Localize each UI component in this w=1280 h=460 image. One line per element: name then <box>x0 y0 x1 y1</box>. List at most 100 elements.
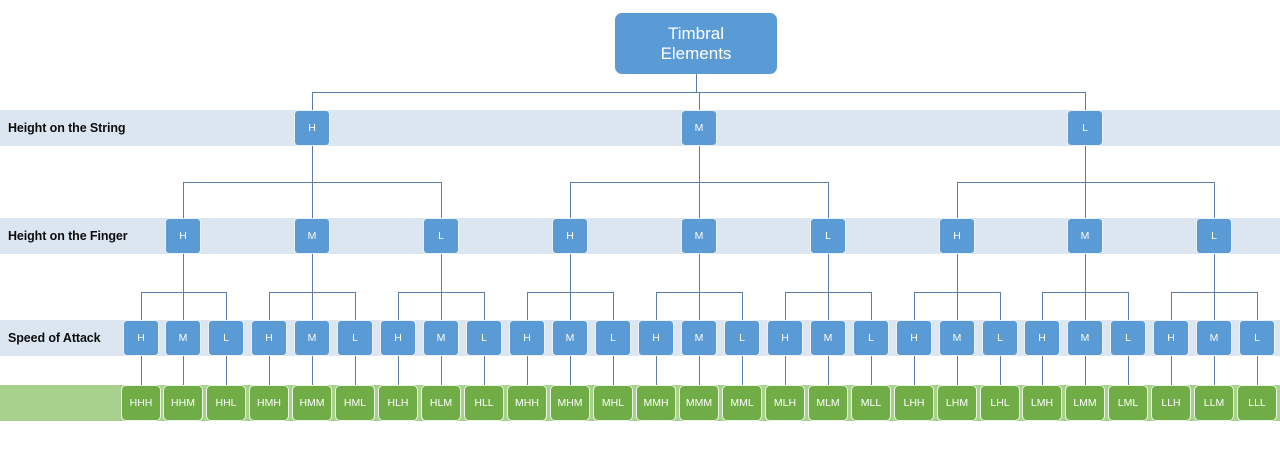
node-level3-11[interactable]: L <box>595 320 631 356</box>
node-level3-3-label: H <box>265 331 273 344</box>
connector-level1-2-stem <box>1085 146 1086 182</box>
node-level3-24[interactable]: H <box>1153 320 1189 356</box>
node-level2-8[interactable]: L <box>1196 218 1232 254</box>
node-leaf-hml[interactable]: HML <box>335 385 375 421</box>
node-level3-13[interactable]: M <box>681 320 717 356</box>
node-level1-2[interactable]: L <box>1067 110 1103 146</box>
node-level3-15[interactable]: H <box>767 320 803 356</box>
node-leaf-lml-label: LML <box>1117 396 1139 409</box>
node-leaf-hlh[interactable]: HLH <box>378 385 418 421</box>
node-level3-14[interactable]: L <box>724 320 760 356</box>
node-leaf-mlh-label: MLH <box>773 396 797 409</box>
node-level2-2[interactable]: L <box>423 218 459 254</box>
node-leaf-hmh[interactable]: HMH <box>249 385 289 421</box>
node-leaf-hhl[interactable]: HHL <box>206 385 246 421</box>
node-level2-6[interactable]: H <box>939 218 975 254</box>
node-level3-20[interactable]: L <box>982 320 1018 356</box>
connector-level3-20-to-leaf <box>1000 356 1001 385</box>
node-leaf-lll[interactable]: LLL <box>1237 385 1277 421</box>
connector-level3-18-to-leaf <box>914 356 915 385</box>
node-level3-8[interactable]: L <box>466 320 502 356</box>
node-level2-3[interactable]: H <box>552 218 588 254</box>
node-level3-5[interactable]: L <box>337 320 373 356</box>
node-leaf-hhh[interactable]: HHH <box>121 385 161 421</box>
node-level3-21[interactable]: H <box>1024 320 1060 356</box>
node-level3-12[interactable]: H <box>638 320 674 356</box>
node-level3-1[interactable]: M <box>165 320 201 356</box>
node-level3-10[interactable]: M <box>552 320 588 356</box>
node-level3-9[interactable]: H <box>509 320 545 356</box>
node-level3-17-label: L <box>868 331 874 344</box>
node-level3-17[interactable]: L <box>853 320 889 356</box>
node-leaf-mmh[interactable]: MMH <box>636 385 676 421</box>
node-level3-2-label: L <box>223 331 229 344</box>
node-leaf-llh[interactable]: LLH <box>1151 385 1191 421</box>
row-label-speed-of-attack: Speed of Attack <box>8 331 101 345</box>
node-leaf-mmm[interactable]: MMM <box>679 385 719 421</box>
node-leaf-mhl-label: MHL <box>601 396 625 409</box>
node-level3-4-label: M <box>307 331 317 344</box>
node-level2-7[interactable]: M <box>1067 218 1103 254</box>
node-leaf-lmm[interactable]: LMM <box>1065 385 1105 421</box>
node-leaf-lhl[interactable]: LHL <box>980 385 1020 421</box>
connector-level2-4-to-level3-1 <box>699 292 700 320</box>
node-level3-9-label: H <box>523 331 531 344</box>
connector-level2-4-to-level3-2 <box>742 292 743 320</box>
node-leaf-mlh[interactable]: MLH <box>765 385 805 421</box>
node-level1-2-label: L <box>1082 121 1088 134</box>
node-leaf-hhm[interactable]: HHM <box>163 385 203 421</box>
node-leaf-lhm[interactable]: LHM <box>937 385 977 421</box>
node-level2-1[interactable]: M <box>294 218 330 254</box>
node-leaf-llm[interactable]: LLM <box>1194 385 1234 421</box>
node-level3-7-label: M <box>436 331 446 344</box>
node-leaf-mmm-label: MMM <box>685 396 713 409</box>
connector-level1-0-to-level2-1 <box>312 182 313 218</box>
node-level2-5[interactable]: L <box>810 218 846 254</box>
node-level2-3-label: H <box>566 229 574 242</box>
node-leaf-mml[interactable]: MML <box>722 385 762 421</box>
node-level3-23[interactable]: L <box>1110 320 1146 356</box>
node-level2-4[interactable]: M <box>681 218 717 254</box>
node-level3-2[interactable]: L <box>208 320 244 356</box>
connector-level2-7-to-level3-2 <box>1128 292 1129 320</box>
node-level3-4[interactable]: M <box>294 320 330 356</box>
node-level3-19[interactable]: M <box>939 320 975 356</box>
node-level3-6[interactable]: H <box>380 320 416 356</box>
connector-level1-1-stem <box>699 146 700 182</box>
node-leaf-mhh[interactable]: MHH <box>507 385 547 421</box>
band-height-on-the-string <box>0 110 1280 146</box>
node-leaf-hml-label: HML <box>343 396 367 409</box>
node-leaf-hlm[interactable]: HLM <box>421 385 461 421</box>
node-level3-0[interactable]: H <box>123 320 159 356</box>
node-leaf-hll[interactable]: HLL <box>464 385 504 421</box>
node-level3-0-label: H <box>137 331 145 344</box>
node-leaf-hmm[interactable]: HMM <box>292 385 332 421</box>
node-level3-22[interactable]: M <box>1067 320 1103 356</box>
node-level1-1[interactable]: M <box>681 110 717 146</box>
node-leaf-lhh[interactable]: LHH <box>894 385 934 421</box>
node-leaf-mlm[interactable]: MLM <box>808 385 848 421</box>
node-level3-6-label: H <box>394 331 402 344</box>
node-leaf-lmh[interactable]: LMH <box>1022 385 1062 421</box>
node-level1-0[interactable]: H <box>294 110 330 146</box>
node-leaf-lml[interactable]: LML <box>1108 385 1148 421</box>
connector-level3-24-to-leaf <box>1171 356 1172 385</box>
connector-level3-21-to-leaf <box>1042 356 1043 385</box>
connector-level2-5-to-level3-2 <box>871 292 872 320</box>
node-level3-25[interactable]: M <box>1196 320 1232 356</box>
node-leaf-mhm[interactable]: MHM <box>550 385 590 421</box>
node-level3-3[interactable]: H <box>251 320 287 356</box>
node-leaf-mll[interactable]: MLL <box>851 385 891 421</box>
node-level2-4-label: M <box>694 229 704 242</box>
node-level3-26[interactable]: L <box>1239 320 1275 356</box>
node-level3-16[interactable]: M <box>810 320 846 356</box>
node-leaf-lll-label: LLL <box>1248 396 1266 409</box>
node-level2-0[interactable]: H <box>165 218 201 254</box>
node-leaf-mhl[interactable]: MHL <box>593 385 633 421</box>
band-height-on-the-finger <box>0 218 1280 254</box>
connector-level3-12-to-leaf <box>656 356 657 385</box>
node-leaf-mml-label: MML <box>730 396 754 409</box>
node-level3-18[interactable]: H <box>896 320 932 356</box>
node-level3-7[interactable]: M <box>423 320 459 356</box>
